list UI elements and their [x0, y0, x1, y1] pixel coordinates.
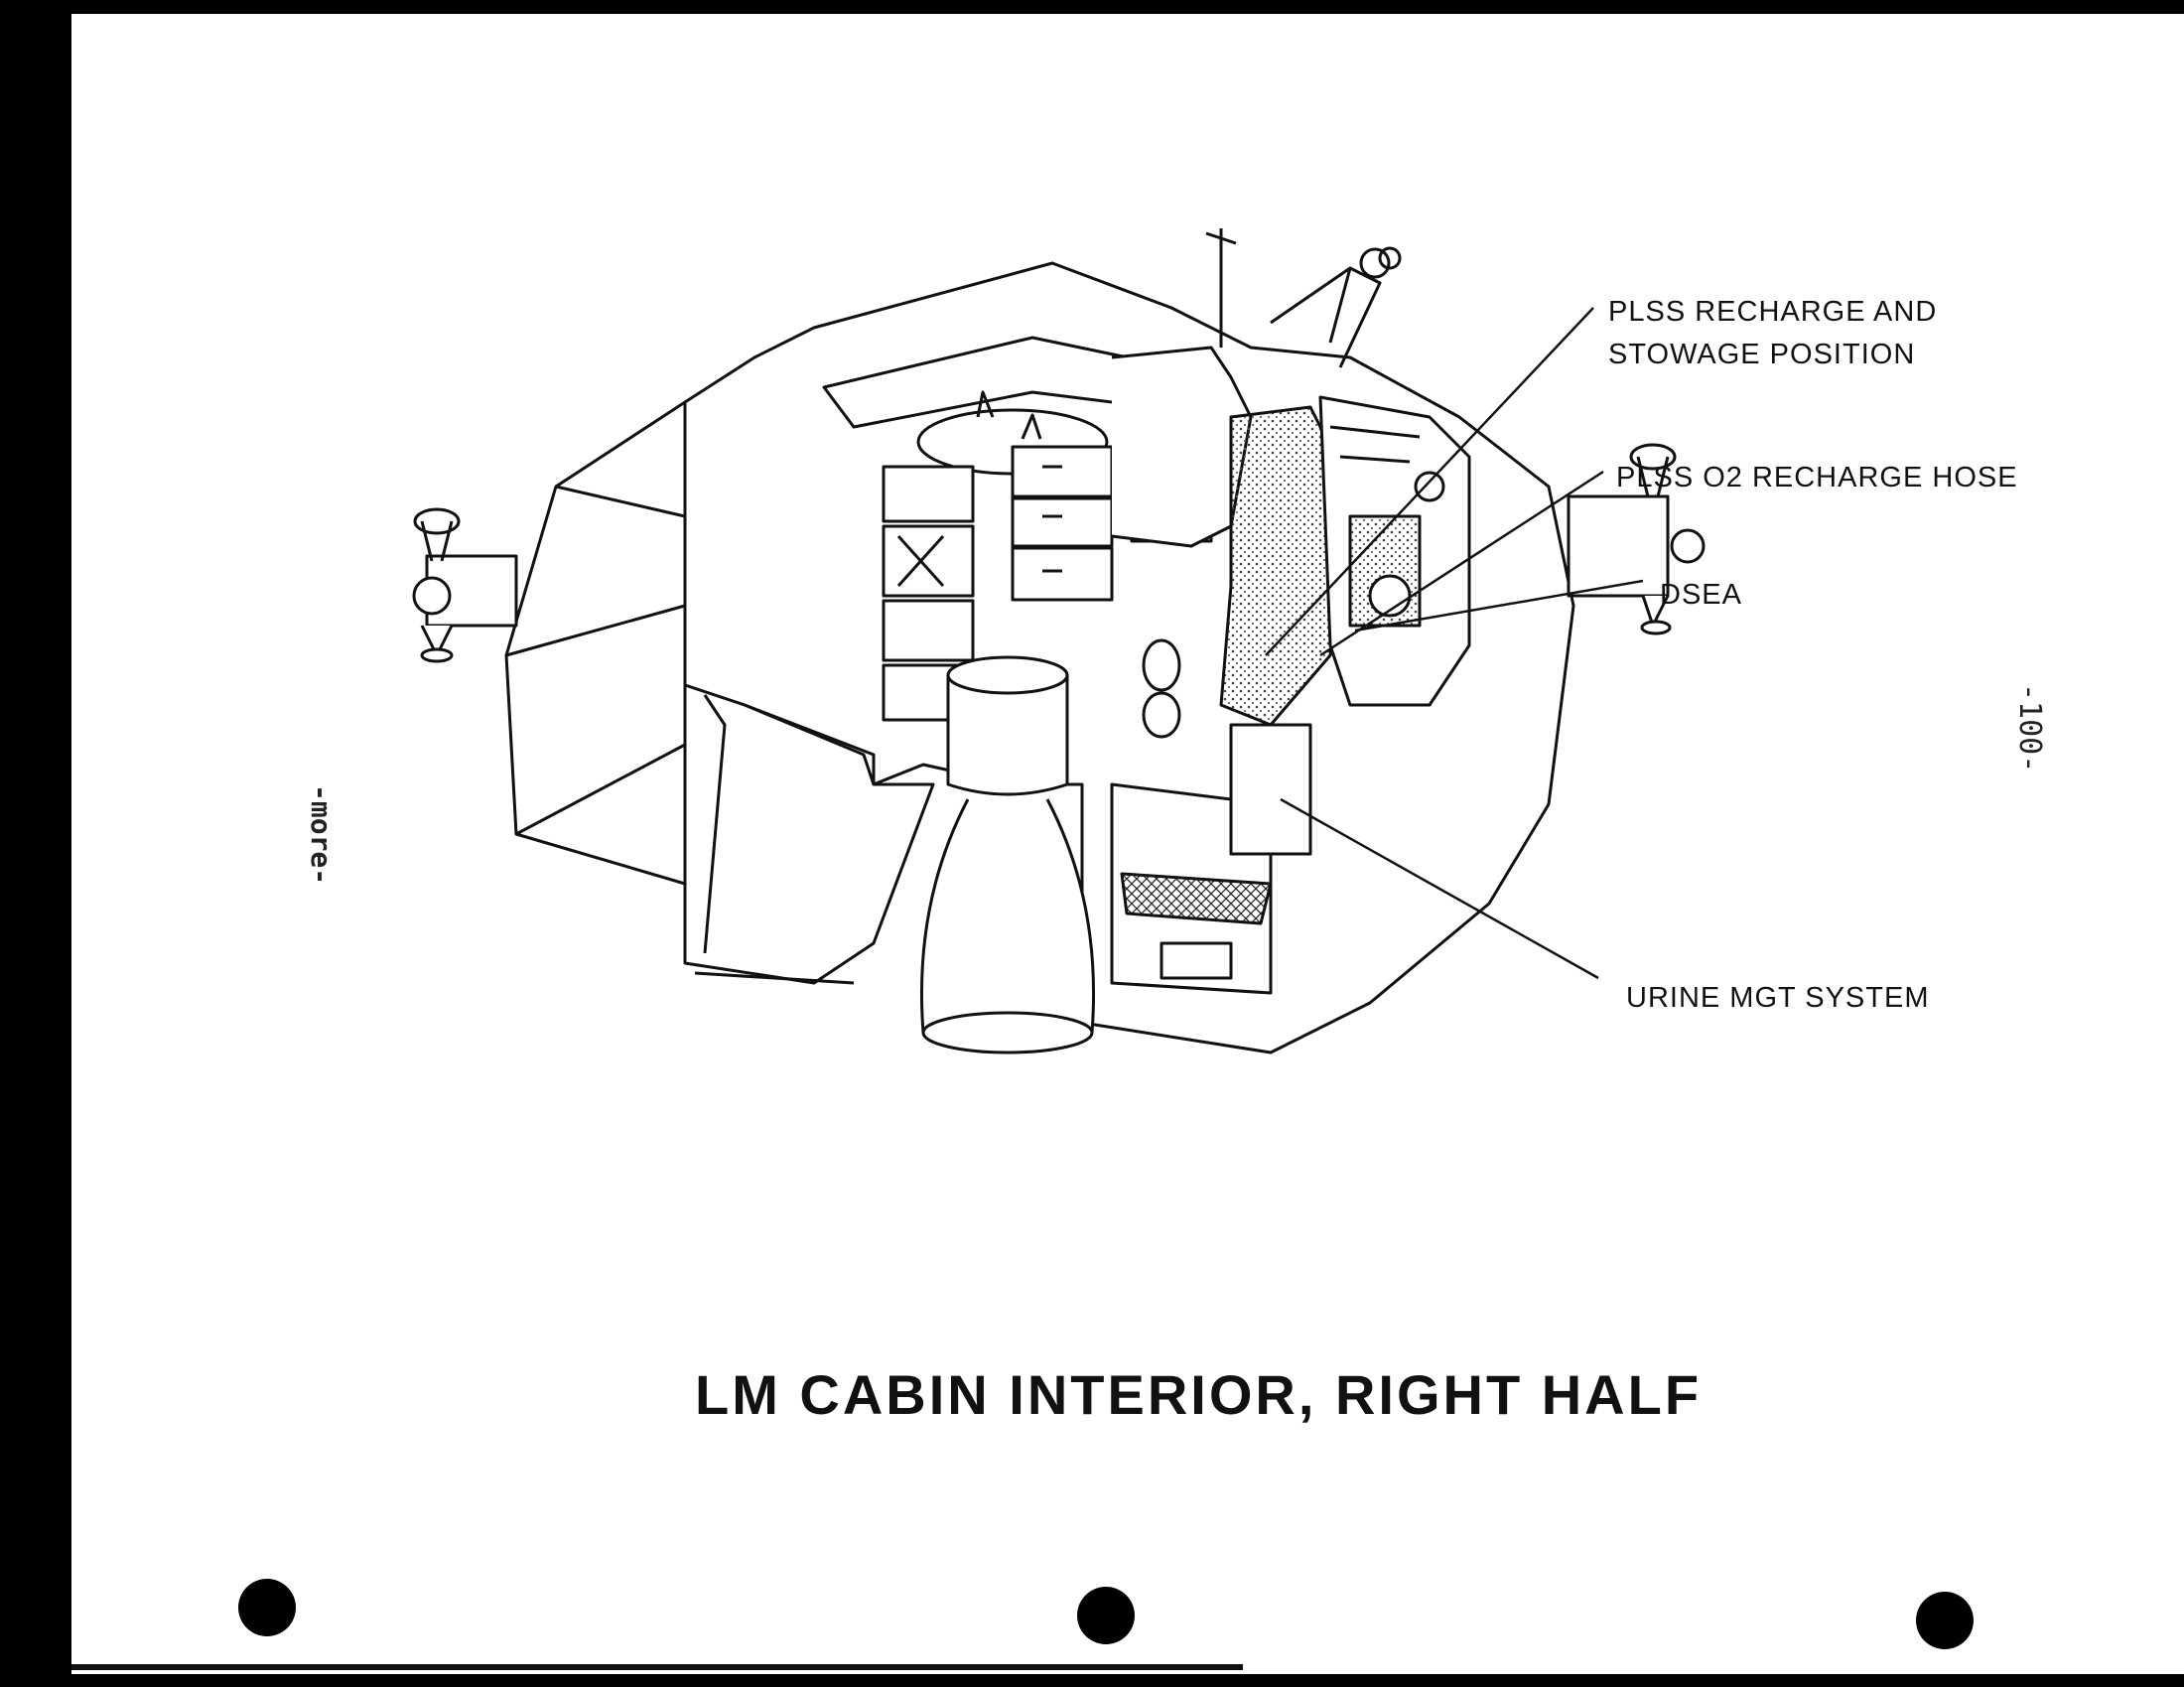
- callout-urine-mgt-system: URINE MGT SYSTEM: [1626, 982, 1930, 1014]
- floor-section: [1110, 723, 1312, 995]
- rcs-thruster-left: [412, 507, 518, 663]
- figure-caption: LM CABIN INTERIOR, RIGHT HALF: [695, 1363, 1703, 1426]
- punch-hole-left: [238, 1579, 296, 1636]
- stowage-lockers: [882, 465, 975, 722]
- antennas: [1205, 228, 1402, 368]
- drawer-stack: [1011, 445, 1114, 602]
- urine-device: [1142, 638, 1181, 739]
- ascent-engine: [920, 655, 1095, 1054]
- page-number: -100-: [2012, 683, 2047, 773]
- left-shell: [504, 400, 687, 886]
- lm-cabin-cutaway-illustration: [412, 228, 1706, 1054]
- bottom-rule: [71, 1664, 1243, 1670]
- rear-bulkhead: [1219, 405, 1352, 727]
- punch-hole-right: [1916, 1592, 1974, 1649]
- rcs-thruster-right: [1567, 443, 1706, 635]
- margin-note-more: -more-: [305, 784, 338, 886]
- left-door-panel: [683, 683, 935, 985]
- scan-border-top: [0, 0, 2184, 14]
- scan-border-bottom: [71, 1674, 2184, 1687]
- scan-border-left: [0, 0, 71, 1687]
- callout-leaders: [1265, 307, 1644, 980]
- callout-plss-recharge-stowage: PLSS RECHARGE AND STOWAGE POSITION: [1608, 296, 1938, 370]
- punch-hole-center: [1077, 1587, 1135, 1644]
- callout-dsea: DSEA: [1660, 579, 1742, 611]
- callout-plss-o2-recharge-hose: PLSS O2 RECHARGE HOSE: [1616, 462, 2018, 493]
